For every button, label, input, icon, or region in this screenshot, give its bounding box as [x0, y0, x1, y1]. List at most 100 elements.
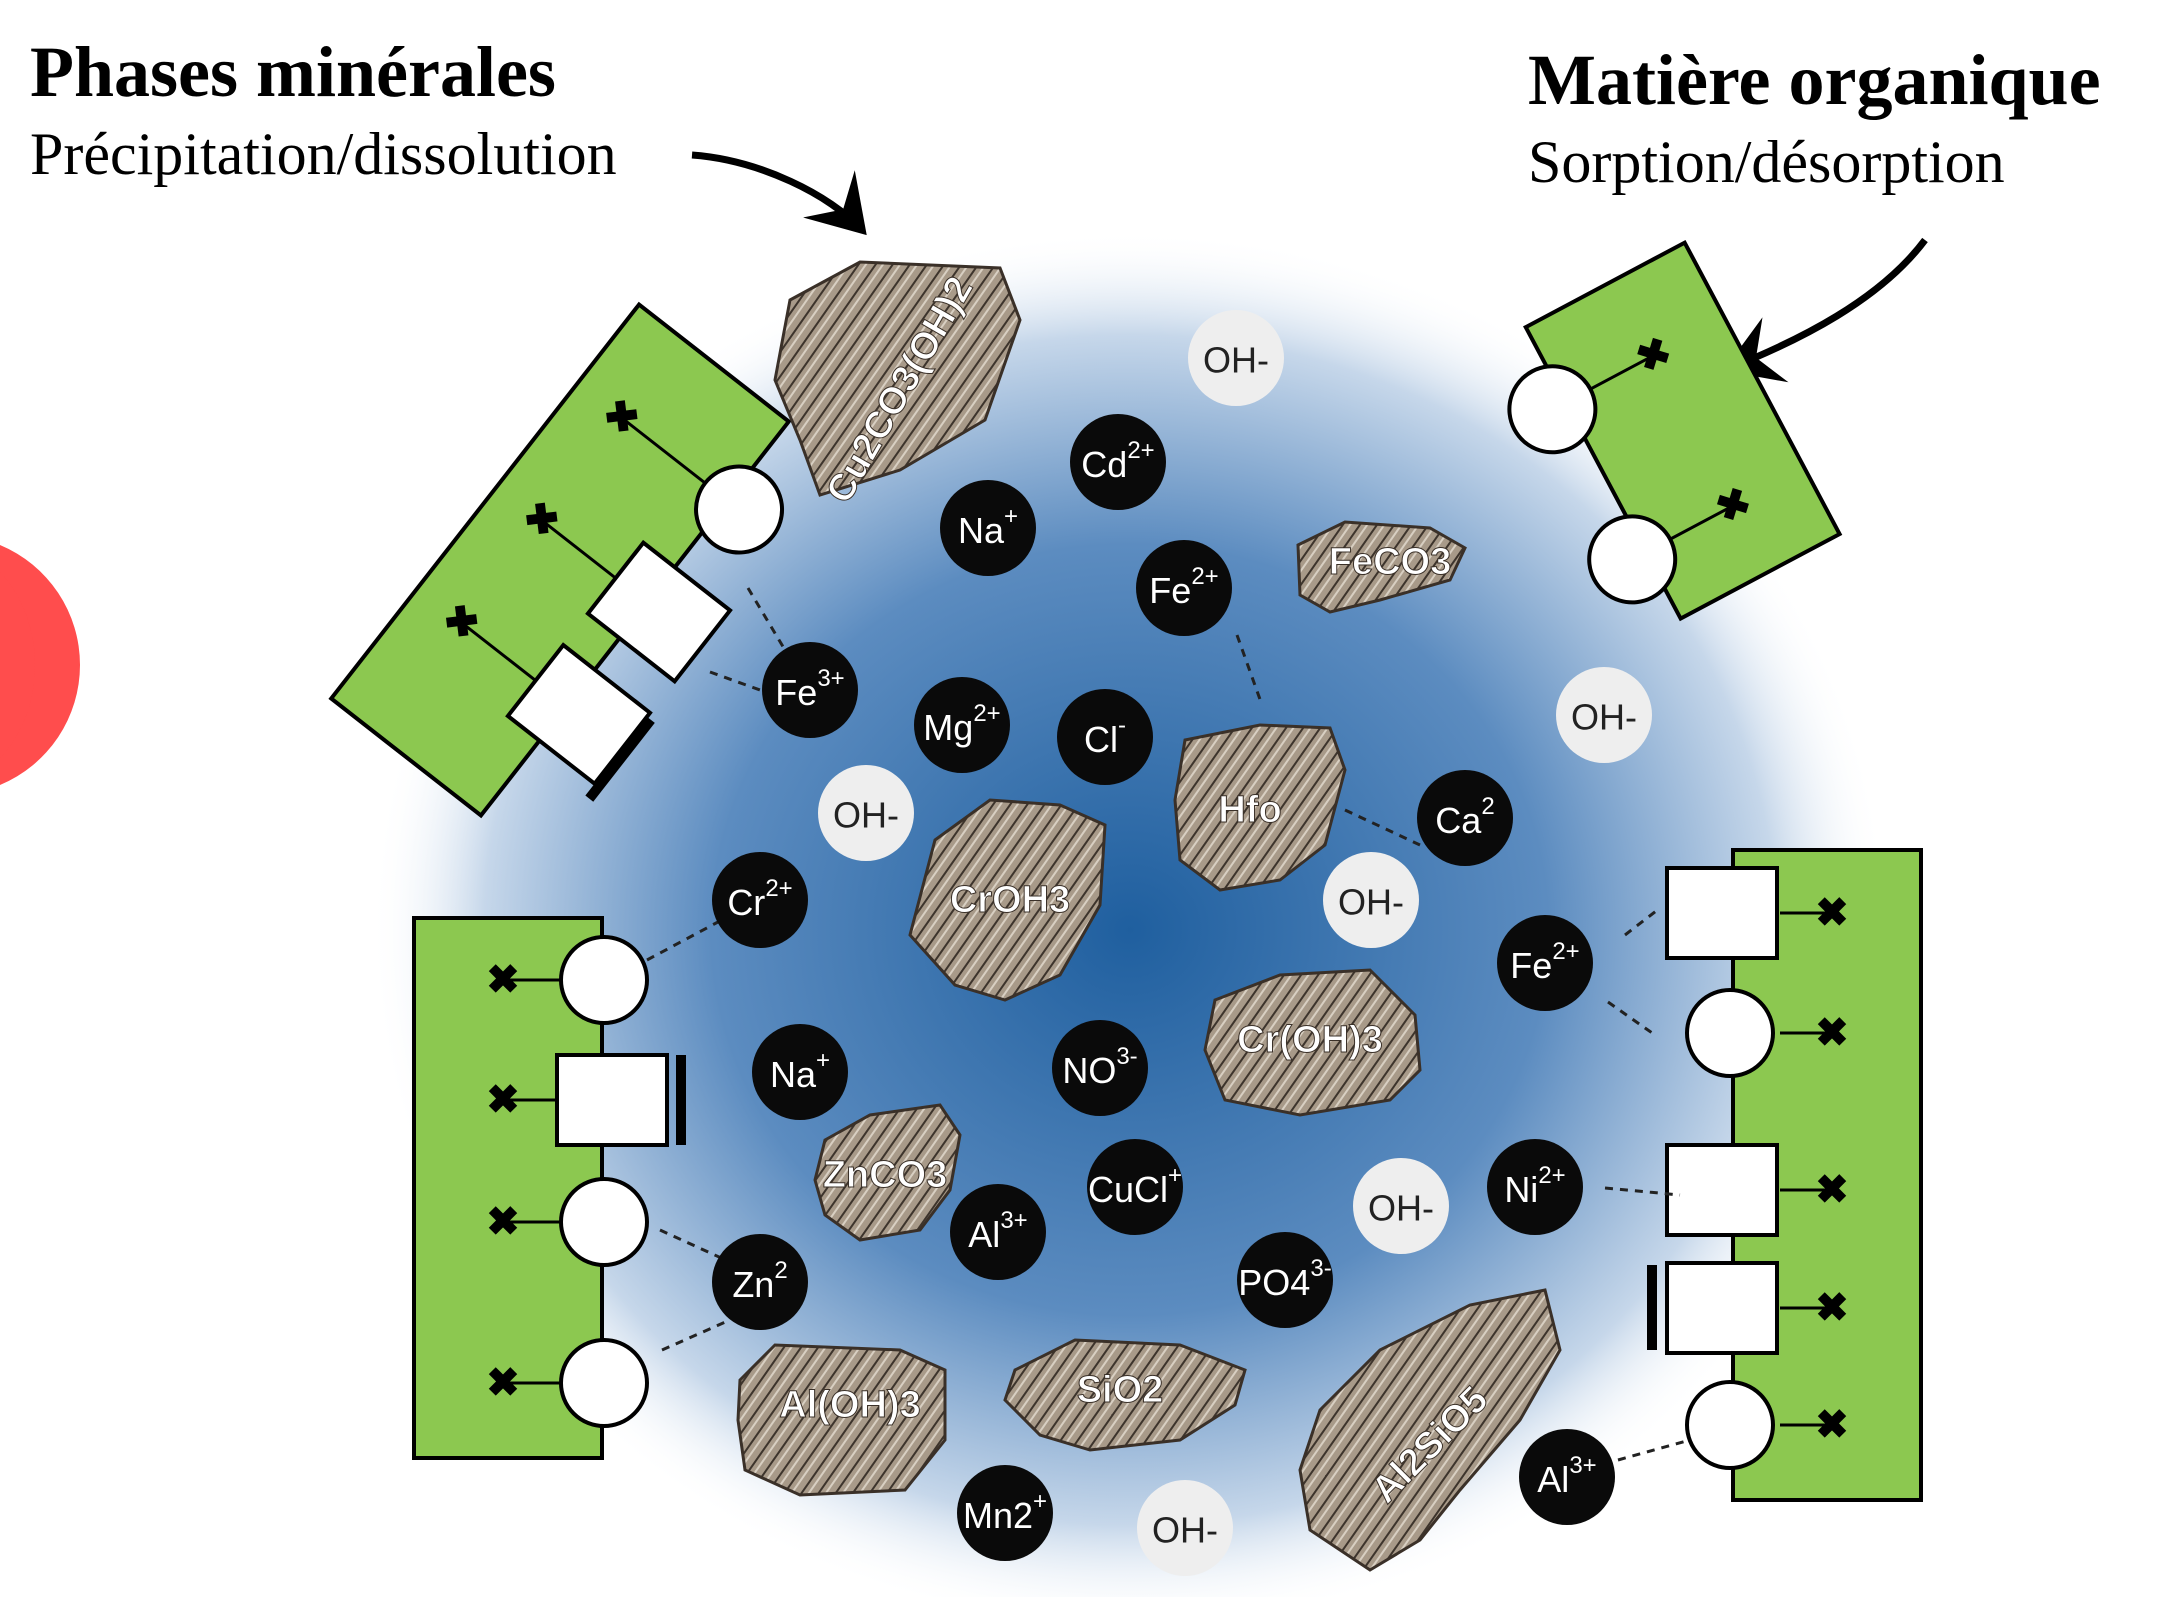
ion-charge: +: [1004, 503, 1018, 530]
mineral-rock: ZnCO3: [813, 1103, 962, 1242]
binding-site-circle: [1685, 988, 1775, 1078]
binding-site-square: [585, 539, 733, 685]
ion-label: Ni2+: [1504, 1162, 1565, 1210]
dissolved-ion: Ca2: [1417, 770, 1513, 866]
organic-panel-top-left: ✖✖✖: [328, 301, 792, 819]
ion-charge: 2+: [1191, 563, 1218, 590]
ion-label: Cd2+: [1081, 437, 1154, 485]
ion-symbol: Mg: [923, 707, 973, 748]
functional-group-marker: ✖: [1815, 1168, 1849, 1212]
dissolved-ion: Al3+: [950, 1184, 1046, 1280]
mineral-label: Cr(OH)3: [1237, 1019, 1383, 1061]
hydroxide-ion: OH-: [1137, 1480, 1233, 1576]
ion-charge: 2+: [1127, 437, 1154, 464]
binding-site-circle: [559, 1177, 649, 1267]
ion-label: Na+: [770, 1047, 830, 1095]
mineral-label: SiO2: [1077, 1369, 1164, 1411]
hydroxide-label: OH-: [1571, 697, 1637, 738]
mineral-shape: [1298, 1288, 1562, 1572]
ion-charge: 2: [1481, 793, 1494, 820]
side-marker-disc: [0, 571, 35, 759]
ion-symbol: Fe: [1510, 945, 1552, 986]
ion-symbol: Na: [770, 1054, 817, 1095]
mineral-label: CrOH3: [950, 879, 1070, 921]
ion-charge: 2+: [1552, 938, 1579, 965]
ion-symbol: Fe: [775, 672, 817, 713]
binding-site-square: [1665, 1261, 1779, 1355]
functional-group-marker: ✖: [1815, 1011, 1849, 1055]
ion-symbol: Cd: [1081, 444, 1127, 485]
mineral-shape: [908, 798, 1107, 1002]
precipitation-arrow: [691, 151, 867, 236]
hydroxide-disc: [818, 765, 914, 861]
ion-charge: 2: [774, 1257, 787, 1284]
interaction-link: [661, 1318, 731, 1352]
ion-symbol: CuCl: [1088, 1169, 1168, 1210]
mineral-label: Al(OH)3: [779, 1384, 920, 1426]
dissolved-ion: Na+: [752, 1024, 848, 1120]
binding-site-square: [1665, 1143, 1779, 1237]
ion-symbol: Mn2: [963, 1495, 1033, 1536]
binding-site-square: [1665, 866, 1779, 960]
dissolved-ion: Zn2: [712, 1234, 808, 1330]
interaction-link: [1624, 906, 1661, 937]
organic-matter-title: Matière organique: [1528, 40, 2101, 120]
ion-label: Mg2+: [923, 700, 1000, 748]
ion-disc: [957, 1465, 1053, 1561]
ion-label: Na+: [958, 503, 1018, 551]
ion-symbol: Cl: [1084, 719, 1118, 760]
hydroxide-ion: OH-: [1188, 310, 1284, 406]
ion-label: Fe2+: [1149, 563, 1218, 611]
dissolved-ion: Ni2+: [1487, 1139, 1583, 1235]
mineral-rock: Cr(OH)3: [1203, 968, 1422, 1117]
ion-label: Fe2+: [1510, 938, 1579, 986]
interaction-link: [1235, 634, 1264, 706]
organic-panel-top-right: ✖✖: [1507, 239, 1843, 622]
ion-charge: 3-: [1116, 1043, 1137, 1070]
dissolved-ion: Fe2+: [1136, 540, 1232, 636]
binding-site-circle: [559, 935, 649, 1025]
binding-site-square: [555, 1053, 669, 1147]
dissolved-ion: Cr2+: [712, 852, 808, 948]
mineral-label: Hfo: [1218, 789, 1281, 831]
functional-group-marker: ✖: [486, 1078, 520, 1122]
hydroxide-disc: [1323, 852, 1419, 948]
dissolved-ion: PO43-: [1237, 1232, 1333, 1328]
mineral-phases-subtitle: Précipitation/dissolution: [30, 121, 617, 187]
surface-bar: [585, 716, 655, 802]
ion-symbol: PO4: [1238, 1262, 1310, 1303]
ion-disc: [1057, 689, 1153, 785]
mineral-rock: CrOH3: [908, 798, 1107, 1002]
dissolved-ion: Mg2+: [914, 677, 1010, 773]
functional-group-marker: ✖: [486, 1200, 520, 1244]
hydroxide-ion: OH-: [1353, 1158, 1449, 1254]
ion-disc: [712, 852, 808, 948]
ion-disc: [1087, 1139, 1183, 1235]
interaction-link: [659, 1228, 731, 1264]
functional-group-marker: ✖: [1815, 1286, 1849, 1330]
organic-matter-subtitle: Sorption/désorption: [1528, 129, 2005, 195]
binding-site-circle: [1507, 364, 1598, 455]
ion-disc: [1497, 915, 1593, 1011]
mineral-shape: [1203, 968, 1422, 1117]
ion-symbol: NO: [1062, 1050, 1116, 1091]
mineral-label: ZnCO3: [823, 1154, 948, 1196]
ion-disc: [914, 677, 1010, 773]
ion-charge: 3+: [817, 665, 844, 692]
ion-disc: [1519, 1429, 1615, 1525]
ion-label: PO43-: [1238, 1255, 1331, 1303]
ion-label: CuCl+: [1088, 1162, 1182, 1210]
hydroxide-label: OH-: [1152, 1510, 1218, 1551]
functional-group-marker: ✖: [1815, 1403, 1849, 1447]
ion-charge: 3+: [1569, 1452, 1596, 1479]
hydroxide-disc: [1188, 310, 1284, 406]
binding-site-circle: [1685, 1380, 1775, 1470]
ion-symbol: Cr: [727, 882, 765, 923]
mineral-shape: [813, 1103, 962, 1242]
ion-disc: [940, 480, 1036, 576]
hydroxide-ion: OH-: [1556, 667, 1652, 763]
ion-charge: +: [816, 1047, 830, 1074]
mineral-shape: [773, 260, 1022, 497]
ion-label: Al3+: [1537, 1452, 1596, 1500]
ion-disc: [1417, 770, 1513, 866]
